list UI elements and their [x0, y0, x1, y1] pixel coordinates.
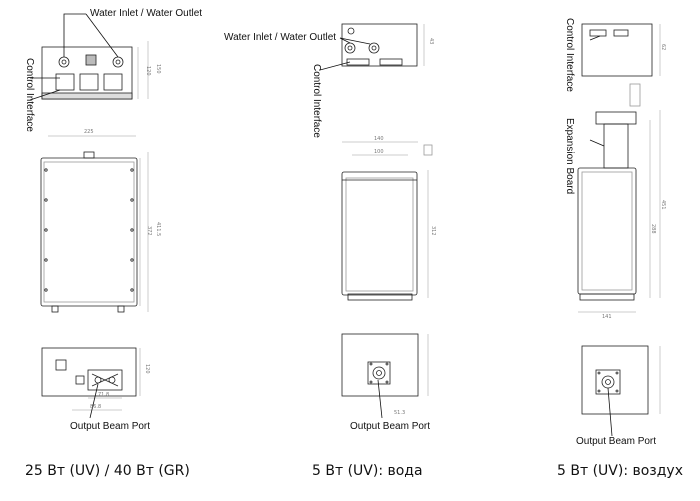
dim-left-bottom-h: 120 [144, 364, 150, 374]
caption-right: 5 Вт (UV): воздух [557, 463, 683, 479]
middle-water-label: Water Inlet / Water Outlet [224, 32, 337, 43]
caption-left: 25 Вт (UV) / 40 Вт (GR) [25, 463, 190, 479]
dim-right-height: 288 [650, 224, 656, 234]
middle-output-label: Output Beam Port [350, 421, 431, 432]
middle-bottom-view [341, 333, 429, 397]
left-top-view [41, 41, 149, 100]
dim-right-width: 141 [602, 314, 612, 320]
dim-left-width: 225 [84, 129, 94, 135]
dim-left-top-h1: 120 [145, 66, 151, 76]
dim-left-height: 372 [146, 226, 152, 236]
dim-mid-width2: 100 [374, 149, 384, 155]
right-control-label: Control Interface [564, 18, 575, 92]
middle-control-label: Control Interface [311, 64, 322, 138]
dim-right-height2: 451 [660, 200, 666, 210]
dim-left-bottom-w2: 86.8 [90, 404, 102, 410]
dim-left-height2: 411.5 [155, 222, 161, 237]
right-bottom-view [581, 345, 661, 415]
left-output-label: Output Beam Port [70, 421, 151, 432]
dim-right-top-h: 62 [660, 44, 666, 51]
dim-left-top-h2: 150 [155, 64, 161, 74]
caption-middle: 5 Вт (UV): вода [312, 463, 423, 479]
left-bottom-view [41, 347, 141, 411]
left-control-label: Control Interface [24, 58, 35, 132]
dim-left-bottom-w1: 71.8 [98, 392, 110, 398]
right-top-view [581, 23, 661, 77]
right-expansion-label: Expansion Board [564, 118, 575, 195]
dim-mid-width1: 140 [374, 136, 384, 142]
left-front-view [40, 135, 149, 313]
dim-mid-height: 312 [430, 226, 436, 236]
left-water-label: Water Inlet / Water Outlet [90, 8, 203, 19]
leader-lines [29, 13, 613, 437]
dim-mid-top-h: 43 [428, 38, 434, 45]
middle-top-view [341, 23, 425, 67]
right-output-label: Output Beam Port [576, 436, 657, 447]
middle-front-view [341, 141, 433, 301]
right-side-view [577, 83, 661, 313]
dim-mid-bottom-w: 51.3 [394, 410, 406, 416]
